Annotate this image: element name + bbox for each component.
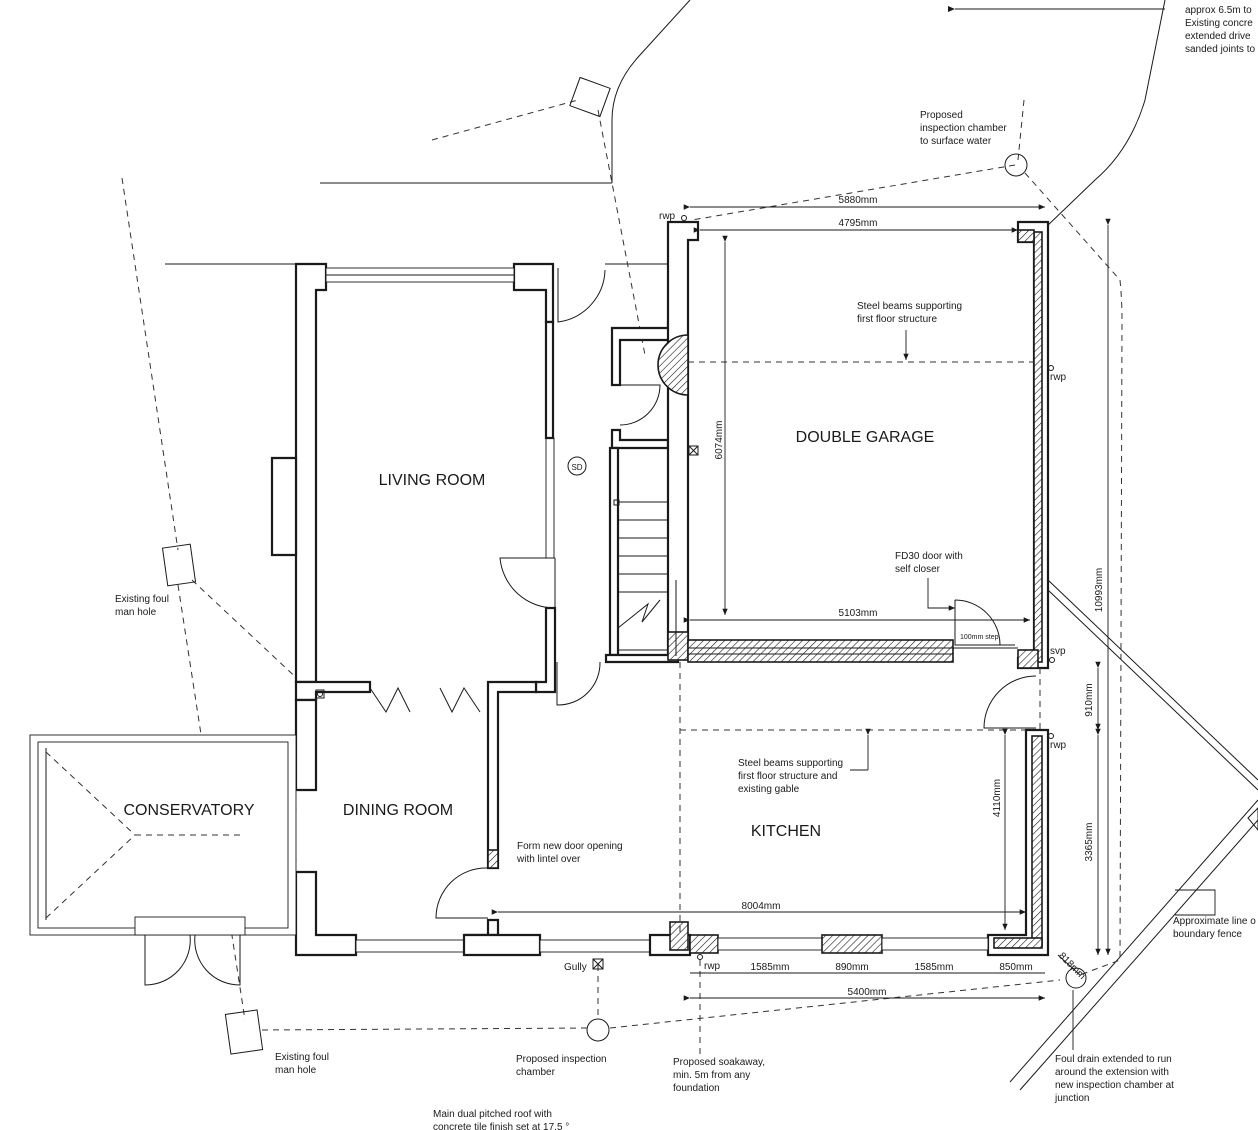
- svg-text:first floor structure and: first floor structure and: [738, 771, 837, 782]
- note-foul-left: Existing foul: [115, 594, 169, 605]
- svg-text:Existing concre: Existing concre: [1185, 18, 1253, 29]
- svg-text:foundation: foundation: [673, 1083, 720, 1094]
- svg-text:man hole: man hole: [115, 607, 157, 618]
- conservatory-walls: [29, 734, 297, 986]
- svg-text:5880mm: 5880mm: [839, 195, 878, 206]
- note-steel-kitchen: Steel beams supporting: [738, 758, 843, 769]
- svg-text:concrete tile finish set at 17: concrete tile finish set at 17.5 °: [433, 1122, 569, 1130]
- drainage-lines: [121, 99, 1123, 1055]
- note-soakaway: Proposed soakaway,: [673, 1057, 765, 1068]
- inspection-chamber-bottom: [586, 1018, 610, 1042]
- kitchen-walls: [679, 662, 1050, 957]
- note-inspection-chamber: Proposed inspection: [516, 1054, 607, 1065]
- svg-text:extended drive: extended drive: [1185, 31, 1251, 42]
- dimension-lines: [491, 204, 1216, 1050]
- living-room-walls: [270, 262, 557, 870]
- svg-text:910mm: 910mm: [1084, 683, 1095, 716]
- svg-text:chamber: chamber: [516, 1067, 556, 1078]
- svg-text:first floor structure: first floor structure: [857, 314, 937, 325]
- label-sd: SD: [571, 463, 582, 472]
- note-step: 100mm step: [960, 634, 999, 641]
- svg-text:850mm: 850mm: [999, 962, 1032, 973]
- svg-text:5103mm: 5103mm: [839, 608, 878, 619]
- label-dining-room: DINING ROOM: [343, 802, 453, 819]
- label-conservatory: CONSERVATORY: [124, 802, 255, 819]
- svg-text:to surface water: to surface water: [920, 136, 992, 147]
- svg-text:inspection chamber: inspection chamber: [920, 123, 1007, 134]
- hall-walls: [604, 220, 700, 664]
- note-new-door: Form new door opening: [517, 841, 623, 852]
- svg-text:man hole: man hole: [275, 1065, 317, 1076]
- manhole-left: [161, 543, 197, 587]
- staircase: [613, 499, 677, 656]
- svg-text:4795mm: 4795mm: [839, 218, 878, 229]
- svg-text:818mm: 818mm: [1056, 951, 1087, 982]
- note-foul-bottom: Existing foul: [275, 1052, 329, 1063]
- site-context: [165, 0, 1258, 1091]
- garage-walls: [687, 220, 1050, 670]
- inspection-chamber-top: [1004, 153, 1028, 177]
- svg-text:around the extension with: around the extension with: [1055, 1067, 1169, 1078]
- note-fence: Approximate line o: [1173, 916, 1256, 927]
- svg-text:890mm: 890mm: [835, 962, 868, 973]
- svg-text:new inspection chamber at: new inspection chamber at: [1055, 1080, 1174, 1091]
- label-rwp-top: rwp: [659, 211, 676, 222]
- manhole-top: [569, 76, 611, 118]
- inspection-chamber-junction: [1065, 967, 1087, 989]
- note-steel-garage: Steel beams supporting: [857, 301, 962, 312]
- svg-text:existing gable: existing gable: [738, 784, 800, 795]
- svg-text:5400mm: 5400mm: [848, 987, 887, 998]
- label-svp: svp: [1050, 646, 1066, 657]
- label-living-room: LIVING ROOM: [379, 472, 486, 489]
- svg-text:self closer: self closer: [895, 564, 941, 575]
- label-kitchen: KITCHEN: [751, 823, 821, 840]
- svg-text:1585mm: 1585mm: [915, 962, 954, 973]
- svg-text:boundary fence: boundary fence: [1173, 929, 1242, 940]
- note-chamber-surface: Proposed: [920, 110, 963, 121]
- svg-text:sanded joints to: sanded joints to: [1185, 44, 1255, 55]
- svg-text:1585mm: 1585mm: [751, 962, 790, 973]
- label-rwp-bottom: rwp: [704, 961, 721, 972]
- label-rwp-right-1: rwp: [1050, 372, 1067, 383]
- svg-text:junction: junction: [1054, 1093, 1089, 1104]
- svg-text:8004mm: 8004mm: [742, 901, 781, 912]
- svg-text:4110mm: 4110mm: [992, 779, 1003, 817]
- svg-text:min. 5m from any: min. 5m from any: [673, 1070, 750, 1081]
- note-foul-drain: Foul drain extended to run: [1055, 1054, 1172, 1065]
- annotations: approx 6.5m to Existing concre extended …: [115, 5, 1256, 1130]
- note-fd30: FD30 door with: [895, 551, 963, 562]
- label-gully: Gully: [564, 962, 587, 973]
- smoke-detector: [567, 456, 587, 476]
- manhole-bottom: [224, 1009, 264, 1055]
- svg-text:with lintel over: with lintel over: [516, 854, 581, 865]
- svg-text:3365mm: 3365mm: [1084, 823, 1095, 862]
- dining-room-walls: [294, 698, 692, 957]
- svg-text:10993mm: 10993mm: [1094, 568, 1105, 612]
- label-double-garage: DOUBLE GARAGE: [796, 429, 935, 446]
- svg-text:6074mm: 6074mm: [714, 421, 725, 460]
- label-rwp-right-2: rwp: [1050, 740, 1067, 751]
- note-top-right: approx 6.5m to: [1185, 5, 1252, 16]
- note-roof: Main dual pitched roof with: [433, 1109, 552, 1120]
